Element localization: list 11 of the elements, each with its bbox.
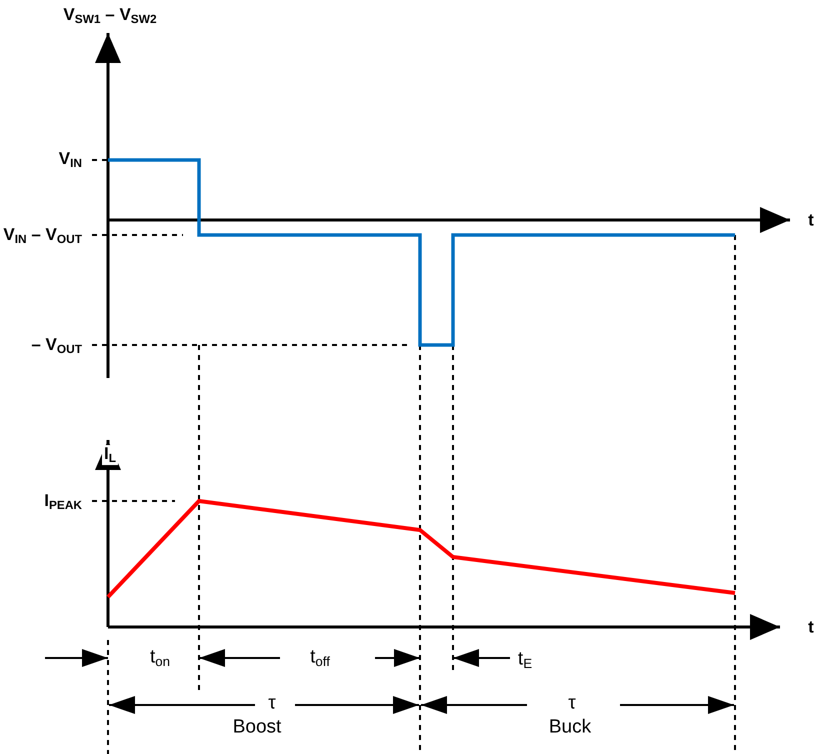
tick-label: V$_{IN}$ – V$_{OUT}$ <box>1 226 84 246</box>
dimension-label: t$_{E}$ <box>516 650 534 670</box>
tick-label: I$_{PEAK}$ <box>42 492 84 512</box>
dimension-label: t$_{on}$ <box>148 648 172 668</box>
axis-label: I$_{L}$ <box>102 445 118 465</box>
dimension-label: t$_{off}$ <box>308 648 332 668</box>
axis-label: t <box>806 618 815 636</box>
tick-label: V$_{IN}$ <box>56 150 84 170</box>
axis-label: V$_{SW1}$ – V$_{SW2}$ <box>61 6 159 26</box>
axis-label: t <box>806 212 815 228</box>
tick-label: – V$_{OUT}$ <box>29 336 84 356</box>
